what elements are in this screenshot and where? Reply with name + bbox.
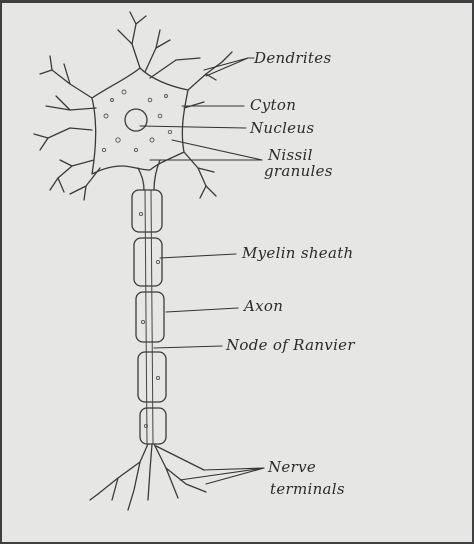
paper-sheet [2, 3, 472, 542]
label-myelin-sheath: Myelin sheath [241, 244, 354, 262]
cell-body-outline [91, 67, 189, 175]
label-cyton: Cyton [250, 96, 296, 114]
label-node-of-ranvier: Node of Ranvier [225, 336, 355, 354]
label-axon: Axon [242, 297, 283, 315]
label-terminals: terminals [270, 480, 345, 498]
leader-lines [139, 57, 265, 485]
label-nucleus: Nucleus [249, 119, 314, 137]
label-nerve: Nerve [267, 458, 316, 476]
axon-core [144, 189, 154, 445]
nucleus-shape [124, 108, 148, 132]
nerve-terminals [89, 443, 207, 511]
label-granules: granules [264, 162, 333, 180]
nissl-granules [101, 89, 173, 153]
dendrites-branches [33, 11, 233, 201]
schwann-nuclei [138, 211, 161, 429]
label-nissil: Nissil [267, 146, 313, 164]
axon-hillock [137, 159, 161, 191]
label-dendrites: Dendrites [253, 49, 331, 67]
